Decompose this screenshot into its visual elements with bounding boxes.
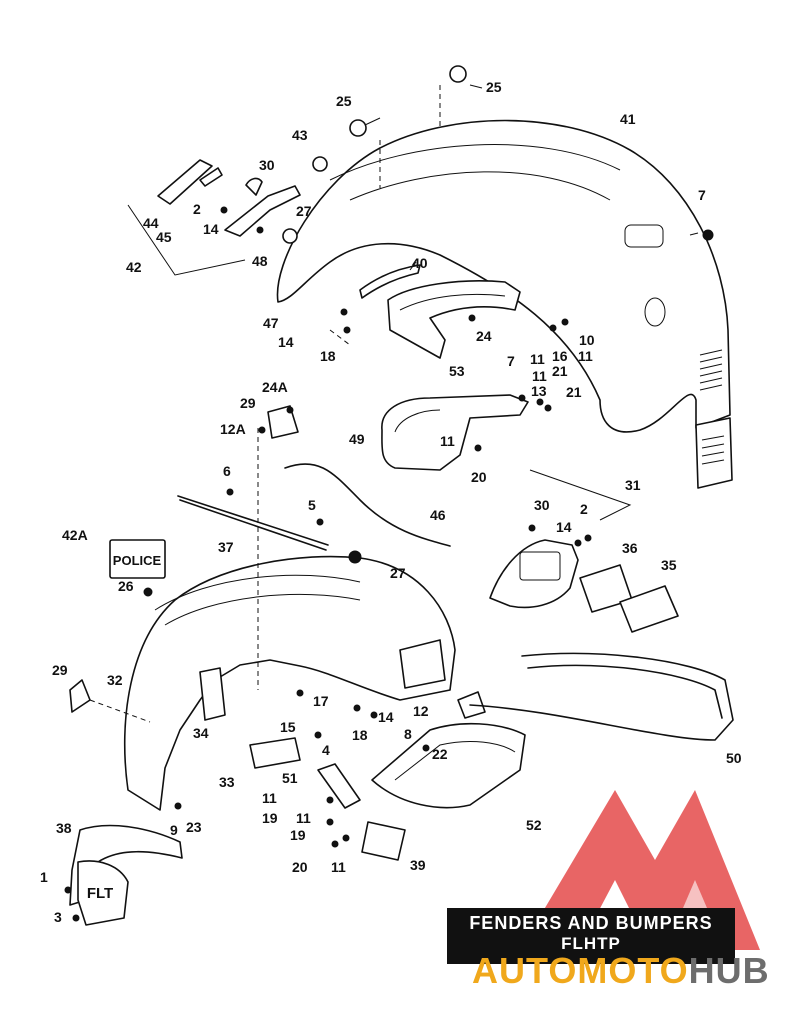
fasteners	[64, 206, 714, 922]
callout-label: 47	[263, 315, 279, 331]
lower-rear-fender	[123, 555, 456, 811]
fender-tip	[69, 824, 183, 926]
police-decal	[109, 539, 166, 579]
callout-label: 18	[320, 348, 336, 364]
callout-label: 29	[240, 395, 256, 411]
callout-label: 9	[170, 822, 178, 838]
callout-label: 44	[143, 215, 159, 231]
callout-label: 13	[531, 383, 547, 399]
callout-label: 1	[40, 869, 48, 885]
callout-label: 29	[52, 662, 68, 678]
callout-label: 11	[331, 859, 346, 875]
callout-label: 45	[156, 229, 172, 245]
callout-label: 36	[622, 540, 638, 556]
callout-label: 30	[534, 497, 550, 513]
callout-label: 35	[661, 557, 677, 573]
title-badge-line2: FLHTP	[561, 934, 621, 953]
callout-label: 11	[532, 368, 547, 384]
watermark-text-part1: AUTOMOTO	[472, 950, 689, 991]
callout-label: 42	[126, 259, 142, 275]
small-brackets	[69, 405, 361, 809]
callout-label: 14	[556, 519, 572, 535]
callout-label: 25	[486, 79, 502, 95]
callout-label: 20	[292, 859, 308, 875]
callout-label: 11	[440, 433, 455, 449]
callout-label: 42A	[62, 527, 88, 543]
callout-label: 14	[278, 334, 294, 350]
callout-label: 23	[186, 819, 202, 835]
callout-label: 7	[698, 187, 706, 203]
lower-bumper	[361, 722, 526, 861]
callout-label: 27	[390, 565, 406, 581]
callout-label: 19	[290, 827, 306, 843]
callout-label: 11	[530, 351, 545, 367]
callout-label: 43	[292, 127, 308, 143]
upper-rear-fender	[276, 119, 733, 489]
callout-label: 11	[262, 790, 277, 806]
callout-label: 12A	[220, 421, 246, 437]
callout-label: 40	[412, 255, 428, 271]
callout-label: 10	[579, 332, 595, 348]
watermark-text-part2: HUB	[688, 950, 770, 991]
callout-label: 11	[578, 348, 593, 364]
callout-label: 21	[566, 384, 582, 400]
title-badge-line1: FENDERS AND BUMPERS	[469, 913, 713, 933]
callout-labels: 25 25 41 43 30 2 14 27 44 45 48 42 7 40 …	[40, 79, 742, 925]
callout-label: 14	[203, 221, 219, 237]
watermark-text: AUTOMOTOHUB	[472, 950, 770, 992]
callout-label: 32	[107, 672, 123, 688]
callout-label: 37	[218, 539, 234, 555]
callout-label: 49	[349, 431, 365, 447]
callout-label: 38	[56, 820, 72, 836]
police-decal-text: POLICE	[113, 553, 162, 568]
callout-label: 46	[430, 507, 446, 523]
title-badge: FENDERS AND BUMPERS FLHTP	[447, 908, 735, 964]
upper-bumper-and-bracket	[381, 280, 529, 471]
fender-tip-emblem-text: FLT	[87, 885, 113, 902]
callout-label: 25	[336, 93, 352, 109]
callout-label: 3	[54, 909, 62, 925]
callout-label: 53	[449, 363, 465, 379]
callout-label: 50	[726, 750, 742, 766]
callout-label: 27	[296, 203, 312, 219]
callout-label: 30	[259, 157, 275, 173]
callout-label: 19	[262, 810, 278, 826]
callout-label: 20	[471, 469, 487, 485]
callout-label: 31	[625, 477, 641, 493]
lighting-parts-upper	[157, 65, 467, 244]
callout-label: 21	[552, 363, 568, 379]
callout-label: 51	[282, 770, 298, 786]
callout-label: 22	[432, 746, 448, 762]
leader-lines	[89, 84, 699, 723]
callout-label: 14	[378, 709, 394, 725]
rod-and-cable	[177, 463, 451, 551]
callout-label: 8	[404, 726, 412, 742]
callout-label: 15	[280, 719, 296, 735]
callout-label: 41	[620, 111, 636, 127]
callout-label: 18	[352, 727, 368, 743]
callout-label: 39	[410, 857, 426, 873]
callout-label: 26	[118, 578, 134, 594]
callout-label: 16	[552, 348, 568, 364]
callout-label: 34	[193, 725, 209, 741]
callout-label: 2	[193, 201, 201, 217]
callout-label: 6	[223, 463, 231, 479]
callout-label: 2	[580, 501, 588, 517]
callout-label: 12	[413, 703, 429, 719]
side-rail	[457, 652, 734, 741]
callout-label: 52	[526, 817, 542, 833]
callout-label: 5	[308, 497, 316, 513]
callout-label: 4	[322, 742, 330, 758]
callout-label: 33	[219, 774, 235, 790]
callout-label: 48	[252, 253, 268, 269]
callout-label: 17	[313, 693, 329, 709]
callout-label: 7	[507, 353, 515, 369]
callout-label: 24	[476, 328, 492, 344]
callout-label: 24A	[262, 379, 288, 395]
tail-light-assembly	[489, 539, 679, 633]
callout-label: 11	[296, 810, 311, 826]
